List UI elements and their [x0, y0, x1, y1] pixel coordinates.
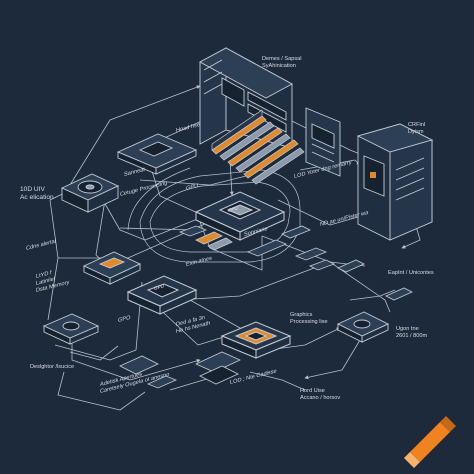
connector-line — [139, 174, 251, 186]
label-graphics-processing: Graphics Processing lise — [290, 312, 328, 325]
lower-components — [119, 287, 413, 389]
label-eaplint-unicontes: EapInt / Unicontes — [388, 270, 434, 276]
label-crfini-dysim: CRFinl Dyism — [408, 122, 426, 135]
connector-line — [149, 299, 231, 346]
cooling-fan — [60, 173, 120, 213]
crayon-logo-icon — [404, 416, 456, 468]
connector-line — [57, 371, 146, 411]
chip-hoad-hse — [116, 133, 198, 175]
connector-line — [47, 211, 233, 321]
connector-line — [69, 345, 119, 361]
label-loo-uiv: 10D UIV Ac elication — [20, 186, 54, 201]
trace-line — [139, 169, 301, 263]
right-case — [305, 107, 434, 241]
connector-line — [54, 281, 143, 361]
graphics-core — [220, 321, 292, 359]
label-designtor-itucice: Deslghtor /lsucice — [30, 364, 75, 370]
connector-line — [249, 371, 306, 391]
connector-line — [349, 289, 396, 301]
connector-line — [304, 339, 361, 380]
cpu-chip — [194, 191, 286, 241]
small-components — [178, 225, 365, 273]
connector-line — [69, 85, 201, 186]
connector-line — [177, 261, 331, 301]
connector-line — [119, 227, 197, 231]
lens-chip — [42, 313, 100, 345]
label-ugon-line: Ugon tne 2601 / 800m — [396, 326, 428, 339]
graphics-lens — [336, 311, 390, 343]
gpu-chip — [126, 275, 198, 315]
board-traces — [127, 167, 301, 263]
connector-line — [329, 261, 391, 313]
trace-line — [149, 181, 291, 253]
trace-line — [127, 167, 191, 231]
label-demos-sapsal: Demes / Sapsal SyAhinication — [262, 56, 302, 69]
memory-modules — [211, 109, 305, 185]
connector-line — [229, 159, 234, 196]
server-rack — [199, 47, 293, 149]
label-hard-use: Hord Uise Accano / horsov — [300, 388, 341, 401]
memory-chip-left — [82, 251, 142, 285]
